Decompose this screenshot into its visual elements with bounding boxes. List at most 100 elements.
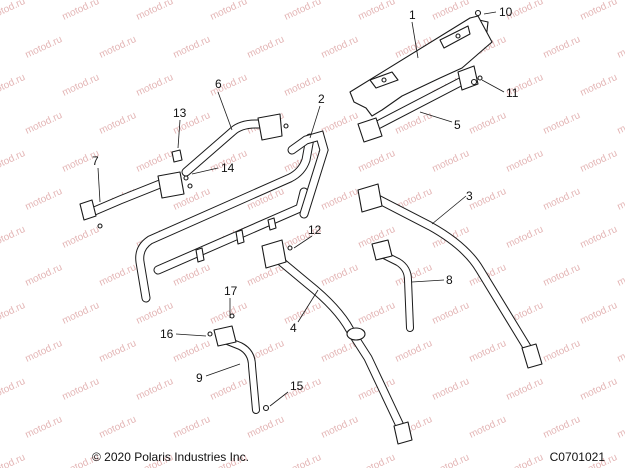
watermark-text: motod.ru <box>24 338 64 365</box>
watermark-text: motod.ru <box>24 110 64 137</box>
watermark-text: motod.ru <box>579 300 619 327</box>
watermark-text: motod.ru <box>542 414 582 441</box>
watermark-text: motod.ru <box>542 338 582 365</box>
hardware-10-11 <box>470 9 483 86</box>
callout-9: 9 <box>196 371 203 385</box>
watermark-text: motod.ru <box>135 0 175 23</box>
watermark-text: motod.ru <box>61 72 101 99</box>
part-4-rear-pillar <box>261 239 413 445</box>
callout-7: 7 <box>92 154 99 168</box>
watermark-text: motod.ru <box>61 224 101 251</box>
watermark-text: motod.ru <box>209 376 249 403</box>
watermark-text: motod.ru <box>431 376 471 403</box>
callout-5: 5 <box>454 118 461 132</box>
watermark-text: motod.ru <box>135 148 175 175</box>
part-3-rear-pillar <box>357 183 543 369</box>
watermark-text: motod.ru <box>246 34 286 61</box>
callout-13: 13 <box>173 106 187 120</box>
callout-labels: 1 10 11 5 6 13 14 7 2 3 8 12 4 17 16 9 1… <box>92 5 519 393</box>
callout-1: 1 <box>409 8 416 22</box>
watermark-text: motod.ru <box>98 414 138 441</box>
watermark-text: motod.ru <box>431 0 471 23</box>
watermark-text: motod.ru <box>98 338 138 365</box>
watermark-text: motod.ru <box>579 72 619 99</box>
part-7-front-bar <box>79 171 185 229</box>
callout-8: 8 <box>446 273 453 287</box>
watermark-text: motod.ru <box>431 148 471 175</box>
watermark-text: motod.ru <box>505 148 545 175</box>
watermark-text: motod.ru <box>579 224 619 251</box>
watermark-text: motod.ru <box>357 452 397 468</box>
watermark-text: motod.ru <box>135 72 175 99</box>
watermark-text: motod.ru <box>24 34 64 61</box>
callout-16: 16 <box>160 327 174 341</box>
watermark-text: motod.ru <box>24 414 64 441</box>
watermark-text: motod.ru <box>209 0 249 23</box>
watermark-text: motod.ru <box>505 452 545 468</box>
watermark-text: motod.ru <box>579 376 619 403</box>
watermark-text: motod.ru <box>61 0 101 23</box>
watermark-text: motod.ru <box>394 338 434 365</box>
watermark-text: motod.ru <box>61 376 101 403</box>
copyright-text: © 2020 Polaris Industries Inc. <box>92 450 249 464</box>
callout-11: 11 <box>506 86 519 100</box>
part-8-bracket <box>371 239 414 332</box>
watermark-text: motod.ru <box>431 452 471 468</box>
watermark-text: motod.ru <box>320 110 360 137</box>
watermark-text: motod.ru <box>246 414 286 441</box>
part-13-pin <box>171 149 183 163</box>
watermark-text: motod.ru <box>0 72 27 99</box>
watermark-text: motod.ru <box>431 300 471 327</box>
callout-15: 15 <box>290 379 304 393</box>
part-5-crossbar <box>357 65 479 143</box>
part-6-front-bar <box>181 113 289 177</box>
watermark-text: motod.ru <box>320 186 360 213</box>
hardware-12 <box>287 245 293 251</box>
watermark-text: motod.ru <box>172 338 212 365</box>
callout-2: 2 <box>318 92 325 106</box>
watermark-text: motod.ru <box>616 186 625 213</box>
watermark-text: motod.ru <box>579 148 619 175</box>
watermark-text: motod.ru <box>283 452 323 468</box>
watermark-text: motod.ru <box>542 262 582 289</box>
watermark-text: motod.ru <box>616 338 625 365</box>
callout-10: 10 <box>499 5 513 19</box>
watermark-text: motod.ru <box>542 110 582 137</box>
watermark-text: motod.ru <box>320 34 360 61</box>
watermark-text: motod.ru <box>0 148 27 175</box>
hardware-14 <box>183 175 193 189</box>
watermark-text: motod.ru <box>98 262 138 289</box>
watermark-text: motod.ru <box>616 110 625 137</box>
callout-17: 17 <box>224 284 238 298</box>
watermark-text: motod.ru <box>468 338 508 365</box>
part-1-roof-panel <box>349 15 493 117</box>
watermark-text: motod.ru <box>579 0 619 23</box>
callout-3: 3 <box>466 189 473 203</box>
callout-4: 4 <box>290 321 297 335</box>
watermark-text: motod.ru <box>0 452 27 468</box>
watermark-text: motod.ru <box>357 0 397 23</box>
watermark-text: motod.ru <box>172 414 212 441</box>
watermark-text: motod.ru <box>283 0 323 23</box>
watermark-text: motod.ru <box>0 376 27 403</box>
watermark-text: motod.ru <box>505 224 545 251</box>
part-9-bracket <box>213 325 260 414</box>
hardware-15-16-17 <box>207 313 270 412</box>
watermark-text: motod.ru <box>0 300 27 327</box>
watermark-text: motod.ru <box>616 34 625 61</box>
watermark-text: motod.ru <box>357 148 397 175</box>
watermark-text: motod.ru <box>209 300 249 327</box>
watermark-text: motod.ru <box>0 224 27 251</box>
watermark-text: motod.ru <box>98 34 138 61</box>
leader-lines <box>97 11 505 407</box>
watermark-text: motod.ru <box>135 376 175 403</box>
callout-6: 6 <box>215 77 222 91</box>
watermark-text: motod.ru <box>61 300 101 327</box>
watermark-text: motod.ru <box>542 186 582 213</box>
watermark-text: motod.ru <box>542 34 582 61</box>
watermark-text: motod.ru <box>283 300 323 327</box>
watermark-text: motod.ru <box>468 414 508 441</box>
watermark-text: motod.ru <box>320 262 360 289</box>
watermark-text: motod.ru <box>98 110 138 137</box>
